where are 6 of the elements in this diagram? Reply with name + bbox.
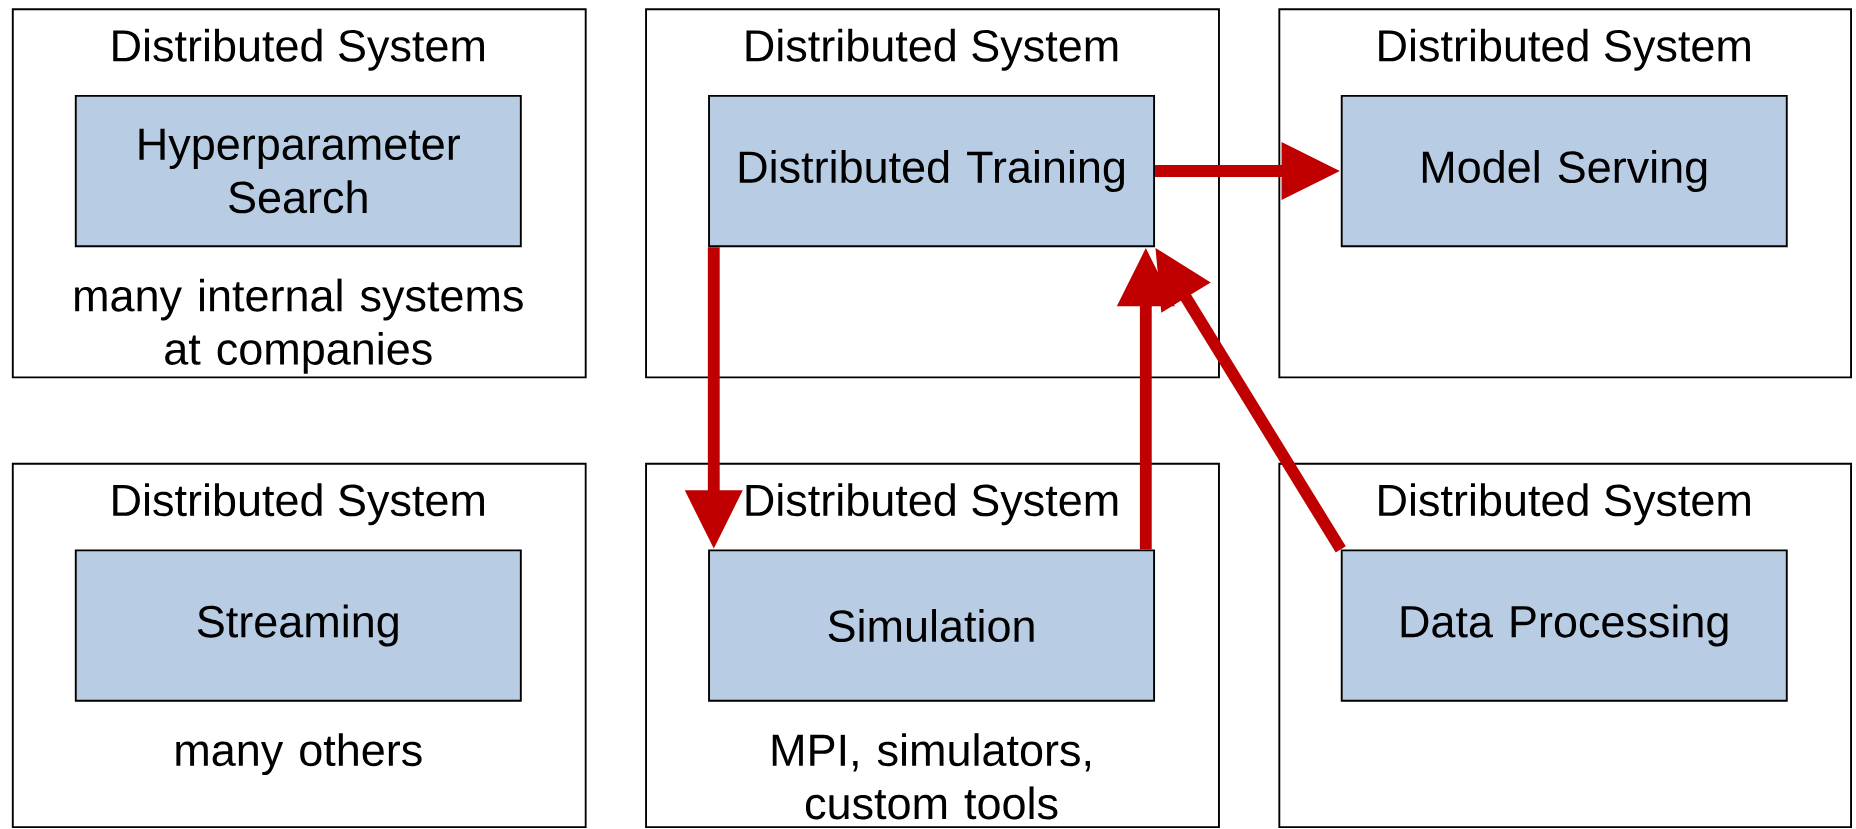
component-box: Model Serving (1340, 95, 1788, 248)
component-box: Data Processing (1340, 549, 1788, 702)
component-box: Hyperparameter Search (74, 95, 522, 248)
component-box: Distributed Training (708, 95, 1156, 248)
component-box: Simulation (708, 549, 1156, 702)
component-box: Streaming (74, 549, 522, 702)
